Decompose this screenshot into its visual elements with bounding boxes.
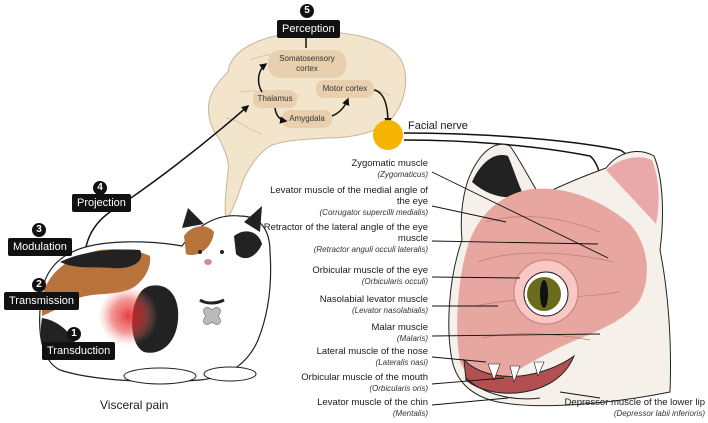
muscle-name: Orbicular muscle of the mouth xyxy=(301,372,428,383)
thalamus-label: Thalamus xyxy=(257,94,293,103)
step-1-number: 1 xyxy=(67,327,81,341)
step-4-number: 4 xyxy=(93,181,107,195)
muscle-name: Nasolabial levator muscle xyxy=(319,294,428,305)
muscle-latin: (Depressor labii inferioris) xyxy=(613,409,705,418)
somatosensory-cortex-label: Somatosensory cortex xyxy=(279,54,335,73)
muscle-label-retractor-lateral-angle: Retractor of the lateral angle of the ey… xyxy=(258,222,428,255)
muscle-latin: (Mentalis) xyxy=(392,409,428,418)
muscle-latin: (Orbicularis oris) xyxy=(369,384,428,393)
step-2-number: 2 xyxy=(32,278,46,292)
muscle-label-malar: Malar muscle (Malaris) xyxy=(258,322,429,344)
step-3-label: Modulation xyxy=(8,238,72,256)
cat-face-anatomy xyxy=(448,143,672,407)
muscle-label-orbicular-mouth: Orbicular muscle of the mouth (Orbicular… xyxy=(258,372,428,394)
muscle-latin: (Orbicularis occuli) xyxy=(361,277,428,286)
muscle-latin: (Retractor anguli occuli lateralis) xyxy=(313,245,428,254)
amygdala-label: Amygdala xyxy=(289,114,325,123)
muscle-name: Malar muscle xyxy=(371,322,429,333)
muscle-latin: (Zygomaticus) xyxy=(377,170,428,179)
muscle-label-lateral-nose: Lateral muscle of the nose (Lateralis na… xyxy=(258,346,428,368)
muscle-name: Zygomatic muscle xyxy=(351,158,428,169)
step-4-label: Projection xyxy=(72,194,131,212)
muscle-latin: (Corrugator supercilli medialis) xyxy=(319,208,428,217)
muscle-label-levator-medial-angle: Levator muscle of the medial angle of th… xyxy=(258,185,428,218)
muscle-latin: (Malaris) xyxy=(396,334,428,343)
muscle-name: Orbicular muscle of the eye xyxy=(312,265,428,276)
muscle-name: Retractor of the lateral angle of the ey… xyxy=(263,222,428,244)
muscle-label-levator-chin: Levator muscle of the chin (Mentalis) xyxy=(258,397,428,419)
muscle-name: Lateral muscle of the nose xyxy=(316,346,428,357)
step-1-label: Transduction xyxy=(42,342,116,360)
muscle-name: Levator muscle of the medial angle of th… xyxy=(270,185,428,207)
facial-nerve-node xyxy=(373,120,403,150)
muscle-label-nasolabial-levator: Nasolabial levator muscle (Levator nasol… xyxy=(258,294,428,316)
step-5-number: 5 xyxy=(300,4,314,18)
facial-nerve-label: Facial nerve xyxy=(408,120,468,132)
visceral-pain-caption: Visceral pain xyxy=(100,398,169,412)
pain-glow xyxy=(98,286,158,346)
muscle-label-orbicular-eye: Orbicular muscle of the eye (Orbicularis… xyxy=(258,265,428,287)
motor-cortex-label: Motor cortex xyxy=(322,84,368,93)
muscle-label-zygomatic: Zygomatic muscle (Zygomaticus) xyxy=(268,158,428,180)
muscle-latin: (Lateralis nasi) xyxy=(375,358,428,367)
muscle-name: Depressor muscle of the lower lip xyxy=(564,397,705,408)
step-3-number: 3 xyxy=(32,223,46,237)
brain-illustration xyxy=(207,28,407,224)
step-2-label: Transmission xyxy=(4,292,79,310)
muscle-name: Levator muscle of the chin xyxy=(317,397,428,408)
muscle-label-depressor-lower-lip: Depressor muscle of the lower lip (Depre… xyxy=(540,397,705,419)
muscle-leader-lines xyxy=(431,171,609,406)
step-5-label: Perception xyxy=(277,20,340,38)
muscle-latin: (Levator nasolabialis) xyxy=(351,306,428,315)
